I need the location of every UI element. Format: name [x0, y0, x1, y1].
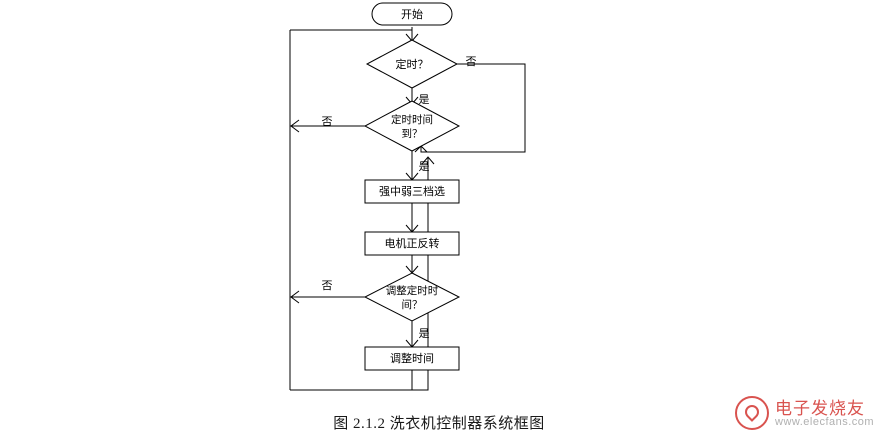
arrow-bottom-right-return [421, 156, 435, 165]
timing-shape [365, 39, 459, 89]
timing-label: 定时？ [396, 57, 429, 71]
adjustq-label-line2: 间？ [402, 298, 423, 311]
arrow-reached-no [290, 119, 300, 133]
start-label: 开始 [401, 7, 423, 21]
edge-label-timing-yes: 是 [419, 93, 430, 106]
motor-shape [364, 231, 460, 256]
adjustq-label-line1: 调整定时时 [386, 284, 439, 297]
node-timer-reached-decision: 定时时间 到？ [363, 100, 461, 152]
reached-shape [363, 100, 461, 152]
node-start: 开始 [371, 2, 453, 26]
gear-label: 强中弱三档选 [379, 184, 445, 198]
node-adjust-time: 调整时间 [364, 346, 460, 371]
start-shape [371, 2, 453, 26]
edge-label-adjust-yes: 是 [419, 327, 430, 340]
node-gear-select: 强中弱三档选 [364, 179, 460, 204]
reached-label-line2: 到？ [402, 128, 423, 140]
motor-label: 电机正反转 [385, 236, 440, 250]
edge-label-timing-no: 否 [466, 56, 477, 68]
node-timing-decision: 定时？ [365, 39, 459, 89]
edge-label-reached-no: 否 [322, 116, 333, 128]
edge-timing-no [420, 63, 526, 153]
adjust-label: 调整时间 [390, 351, 434, 365]
node-motor-rotation: 电机正反转 [364, 231, 460, 256]
reached-label-line1: 定时时间 [391, 113, 433, 126]
edge-label-reached-yes: 是 [419, 160, 430, 173]
gear-shape [364, 179, 460, 204]
figure-caption: 图 2.1.2 洗衣机控制器系统框图 [333, 416, 545, 432]
adjust-shape [364, 346, 460, 371]
arrow-adjustq-no [290, 290, 300, 304]
node-adjust-decision: 调整定时时 间？ [363, 272, 461, 322]
adjustq-shape [363, 272, 461, 322]
edge-label-adjust-no: 否 [322, 280, 333, 292]
